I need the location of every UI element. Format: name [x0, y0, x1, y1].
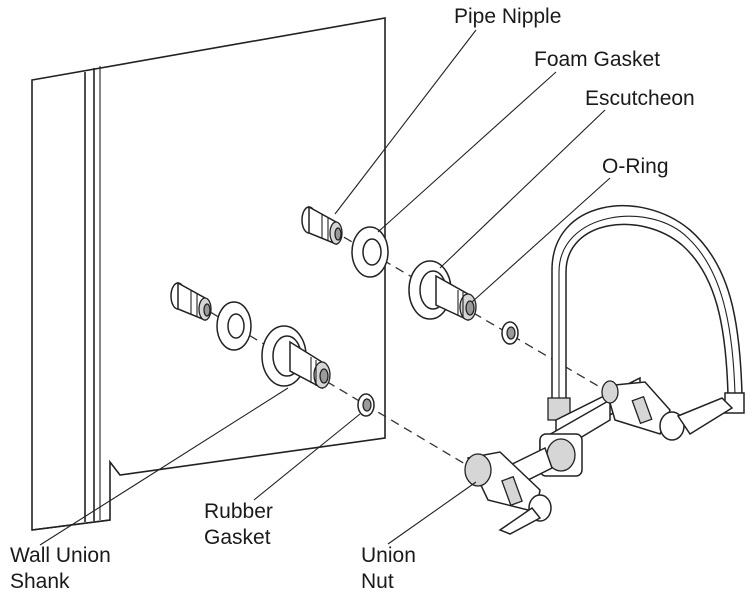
label-pipe-nipple-text: Pipe Nipple	[454, 5, 562, 28]
label-rubber-gasket: Rubber Gasket	[204, 499, 273, 551]
leader-pipe-nipple	[334, 29, 477, 215]
leader-wall-union-shank	[39, 387, 289, 546]
right-valve-handle	[601, 380, 734, 441]
leader-foam-gasket	[377, 71, 557, 233]
label-wall-union-line2: Shank	[10, 570, 70, 593]
escutcheon-upper	[408, 260, 477, 322]
label-wall-union-shank: Wall Union Shank	[10, 543, 111, 595]
label-wall-union-line1: Wall Union	[10, 544, 111, 567]
label-union-nut-line2: Nut	[361, 570, 394, 593]
wall-panel	[31, 17, 386, 531]
pipe-nipple-lower	[170, 281, 212, 322]
foam-gasket-lower	[216, 301, 252, 351]
label-rubber-gasket-line1: Rubber	[204, 500, 273, 523]
label-pipe-nipple: Pipe Nipple	[454, 4, 561, 30]
wall-union-shank	[261, 325, 331, 390]
o-ring-upper	[501, 321, 519, 345]
rubber-gasket-lower	[357, 393, 375, 417]
leader-lines	[39, 29, 611, 546]
left-valve-handle	[464, 451, 552, 535]
label-union-nut: Union Nut	[361, 543, 416, 595]
label-o-ring-text: O-Ring	[602, 155, 669, 178]
foam-gasket-upper	[351, 226, 389, 278]
leader-rubber-gasket	[253, 413, 361, 501]
leader-o-ring	[471, 177, 611, 303]
pipe-nipple-upper	[301, 205, 343, 246]
faucet-spout	[547, 205, 745, 421]
label-foam-gasket: Foam Gasket	[534, 47, 660, 73]
label-escutcheon: Escutcheon	[585, 86, 695, 112]
label-escutcheon-text: Escutcheon	[585, 87, 695, 110]
label-o-ring: O-Ring	[602, 154, 669, 180]
leader-union-nut	[387, 481, 477, 545]
label-foam-gasket-text: Foam Gasket	[534, 48, 661, 71]
label-union-nut-line1: Union	[361, 544, 416, 567]
leader-escutcheon	[439, 109, 606, 269]
label-rubber-gasket-line2: Gasket	[204, 526, 271, 549]
